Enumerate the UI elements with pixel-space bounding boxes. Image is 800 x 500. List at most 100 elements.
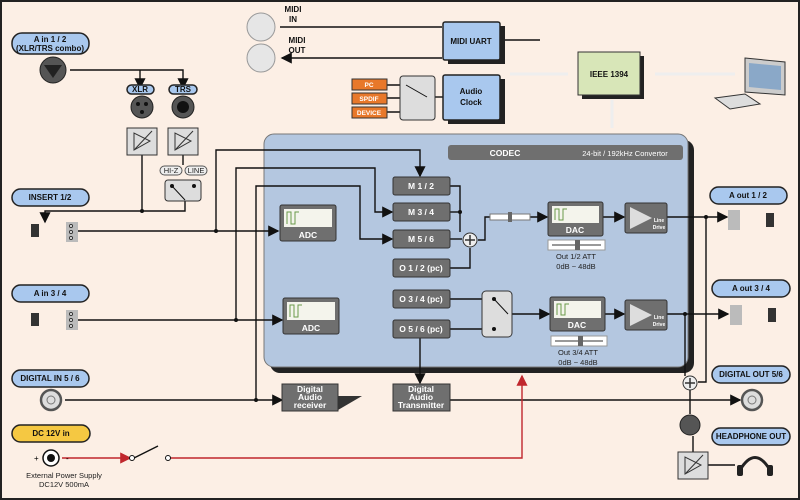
svg-text:O 1 / 2 (pc): O 1 / 2 (pc) xyxy=(399,263,443,273)
xlr-jack-icon xyxy=(130,95,154,119)
trs-preamp-icon xyxy=(167,127,199,156)
svg-text:-: - xyxy=(66,454,69,463)
ain34-jack-icon xyxy=(31,310,78,330)
channel-o56: O 5 / 6 (pc) xyxy=(392,319,451,339)
svg-text:Audio: Audio xyxy=(460,87,483,96)
dc-in-label: DC 12V in xyxy=(32,429,69,438)
dc-jack-icon: +- xyxy=(34,449,69,467)
att34-slider[interactable] xyxy=(550,335,608,347)
digital-out-pill xyxy=(711,365,791,384)
midi-uart-block: MIDI UART xyxy=(442,21,505,64)
aout34-pill xyxy=(711,279,791,298)
trs-label: TRS xyxy=(175,85,192,94)
svg-text:Drive: Drive xyxy=(653,322,666,328)
digital-in-label: DIGITAL IN 5 / 6 xyxy=(20,374,80,383)
codec-header xyxy=(448,145,683,160)
dac-block-2: DAC xyxy=(549,296,606,332)
dac-block-1: DAC xyxy=(547,201,604,237)
svg-text:ADC: ADC xyxy=(299,230,317,240)
midi-out-label-1: MIDI xyxy=(289,36,306,45)
svg-text:IEEE 1394: IEEE 1394 xyxy=(590,70,629,79)
ain34-label: A in 3 / 4 xyxy=(34,289,67,298)
svg-text:DAC: DAC xyxy=(568,320,586,330)
ain34-pill xyxy=(11,284,90,303)
midi-in-label-1: MIDI xyxy=(285,5,302,14)
xlr-label-pill xyxy=(126,84,155,95)
codec-subtitle: 24-bit / 192kHz Convertor xyxy=(582,149,668,158)
coax-out-icon xyxy=(740,388,764,412)
digital-in-pill xyxy=(11,369,90,388)
svg-text:PC: PC xyxy=(364,82,373,89)
att34-range: 0dB ~ 48dB xyxy=(558,358,597,367)
att12-slider[interactable] xyxy=(547,239,606,251)
att34-label: Out 3/4 ATT xyxy=(558,348,598,357)
codec-title: CODEC xyxy=(490,148,521,158)
att12-range: 0dB ~ 48dB xyxy=(556,262,595,271)
combo-jack-icon xyxy=(39,56,67,84)
hiz-line-switch[interactable] xyxy=(164,179,202,202)
clock-selector-switch[interactable] xyxy=(399,75,436,121)
headphone-pill xyxy=(711,427,791,446)
svg-text:Transmitter: Transmitter xyxy=(398,400,445,410)
svg-text:MIDI UART: MIDI UART xyxy=(450,37,491,46)
power-note-1: External Power Supply xyxy=(26,471,102,480)
ieee1394-block: IEEE 1394 xyxy=(577,51,644,99)
hiz-pill xyxy=(159,165,183,176)
adc-block-2: ADC xyxy=(282,297,340,335)
svg-text:Audio: Audio xyxy=(298,392,322,402)
headphone-sum-icon xyxy=(682,375,698,391)
digital-out-label: DIGITAL OUT 5/6 xyxy=(719,370,783,379)
svg-text:M 3 / 4: M 3 / 4 xyxy=(408,207,434,217)
headphone-volume-knob[interactable] xyxy=(679,414,701,436)
hiz-label: HI-Z xyxy=(164,166,179,175)
svg-text:O 3 / 4 (pc): O 3 / 4 (pc) xyxy=(399,294,443,304)
clock-source-device: DEVICE xyxy=(351,106,388,119)
line-pill xyxy=(184,165,208,176)
att12-label: Out 1/2 ATT xyxy=(556,252,596,261)
aout12-label: A out 1 / 2 xyxy=(729,191,767,200)
svg-text:+: + xyxy=(34,454,39,463)
xlr-label: XLR xyxy=(132,85,148,94)
svg-text:DEVICE: DEVICE xyxy=(357,110,382,117)
midi-out-jack-icon xyxy=(246,43,276,73)
svg-text:Line: Line xyxy=(654,315,664,321)
computer-icon xyxy=(713,57,786,110)
svg-text:Clock: Clock xyxy=(460,98,482,107)
adc-block-1: ADC xyxy=(279,204,337,242)
svg-text:SPDIF: SPDIF xyxy=(359,96,378,103)
clock-source-spdif: SPDIF xyxy=(351,92,388,105)
svg-text:M 5 / 6: M 5 / 6 xyxy=(408,234,434,244)
svg-text:Line: Line xyxy=(654,218,664,224)
insert-jack-icon xyxy=(31,222,78,242)
power-note-2: DC12V 500mA xyxy=(39,480,89,489)
output-selector-switch[interactable] xyxy=(481,290,513,338)
mix-fader[interactable] xyxy=(489,212,531,222)
midi-in-jack-icon xyxy=(246,12,276,42)
xlr-preamp-icon xyxy=(126,127,158,156)
line-label: LINE xyxy=(188,166,205,175)
insert-label: INSERT 1/2 xyxy=(29,193,72,202)
channel-m12: M 1 / 2 xyxy=(392,176,451,196)
trs-label-pill xyxy=(168,84,198,95)
svg-text:receiver: receiver xyxy=(294,400,327,410)
channel-m34: M 3 / 4 xyxy=(392,202,451,222)
midi-in-label-2: IN xyxy=(289,15,297,24)
clock-source-pc: PC xyxy=(351,78,388,91)
svg-text:Audio: Audio xyxy=(409,392,433,402)
headphone-label: HEADPHONE OUT xyxy=(716,432,786,441)
dc-in-pill xyxy=(11,424,91,443)
svg-text:Digital: Digital xyxy=(408,384,434,394)
channel-m56: M 5 / 6 xyxy=(392,229,451,249)
aout12-jack-icon xyxy=(728,210,774,230)
midi-out-label-2: OUT xyxy=(289,46,306,55)
aout34-label: A out 3 / 4 xyxy=(732,284,770,293)
svg-text:(XLR/TRS combo): (XLR/TRS combo) xyxy=(16,44,84,53)
aout34-jack-icon xyxy=(730,305,776,325)
mixer-sum-icon xyxy=(462,232,478,248)
coax-in-icon xyxy=(39,388,63,412)
svg-text:Drive: Drive xyxy=(653,225,666,231)
